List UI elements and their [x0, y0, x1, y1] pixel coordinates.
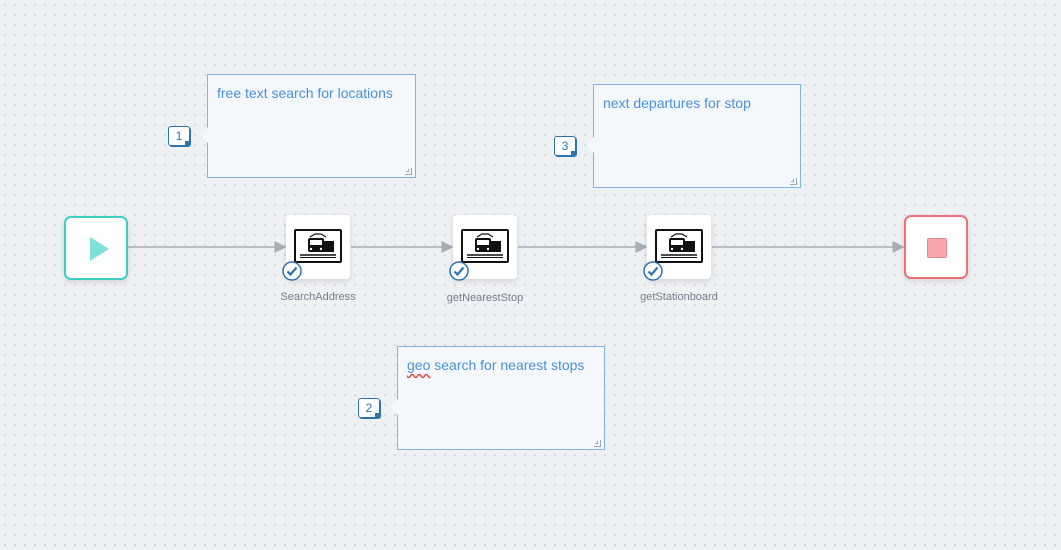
task-label-getstationboard: getStationboard: [640, 291, 718, 303]
task-node-getneareststop[interactable]: [449, 215, 517, 281]
check-circle-icon: [643, 261, 663, 281]
task-node-getstationboard[interactable]: [643, 215, 711, 281]
note-3-badge: 3: [554, 136, 576, 156]
annotation-note-3[interactable]: next departures for stop: [586, 84, 801, 188]
end-node[interactable]: [904, 215, 968, 279]
play-icon: [90, 237, 109, 261]
task-node-searchaddress[interactable]: [282, 215, 350, 281]
note-2-badge: 2: [358, 398, 380, 418]
stop-icon: [927, 238, 947, 258]
resize-handle[interactable]: [594, 440, 601, 447]
note-2-text: geo search for nearest stops: [407, 357, 585, 373]
train-icon: [655, 229, 703, 263]
note-3-text: next departures for stop: [603, 95, 751, 111]
task-label-getneareststop: getNearestStop: [446, 292, 524, 304]
check-circle-icon: [282, 261, 302, 281]
train-icon: [461, 229, 509, 263]
note-1-text: free text search for locations: [217, 85, 393, 101]
annotation-note-2[interactable]: geo search for nearest stops: [390, 346, 605, 450]
annotation-note-1[interactable]: free text search for locations: [200, 74, 416, 178]
start-node[interactable]: [64, 216, 128, 280]
check-circle-icon: [449, 261, 469, 281]
train-icon: [294, 229, 342, 263]
note-1-badge: 1: [168, 126, 190, 146]
resize-handle[interactable]: [405, 168, 412, 175]
task-label-searchaddress: SearchAddress: [280, 291, 356, 303]
resize-handle[interactable]: [790, 178, 797, 185]
